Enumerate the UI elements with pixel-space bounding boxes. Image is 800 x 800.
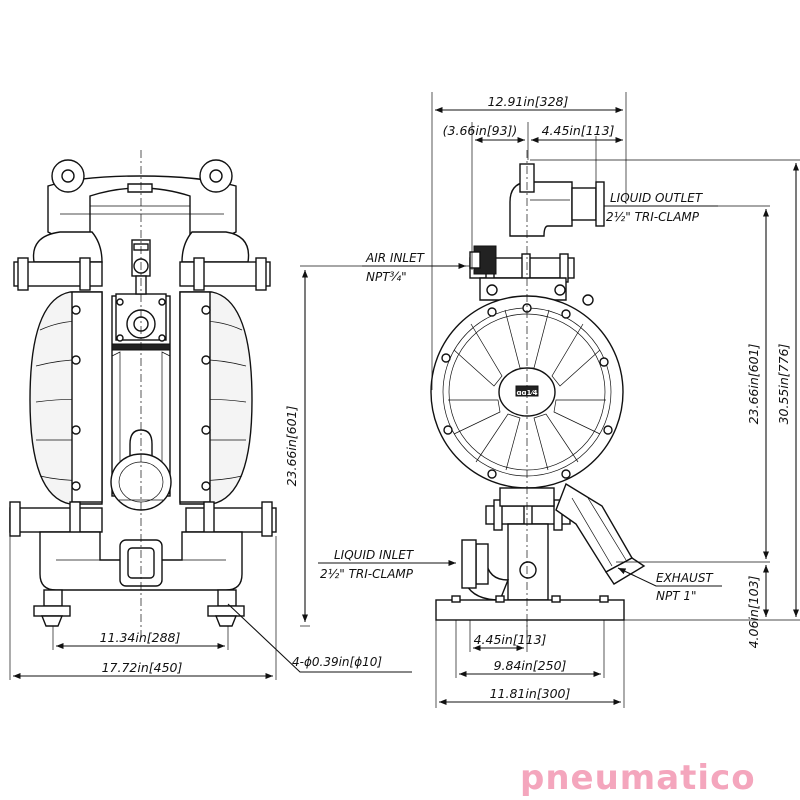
- mount-holes-callout: 4-ϕ0.39in[ϕ10]: [292, 655, 382, 669]
- liquid-inlet-title: LIQUID INLET: [334, 548, 415, 562]
- side-base-bolts: [451, 595, 609, 603]
- front-dimensions: [9, 265, 470, 680]
- brand-logo: pneumatico: [520, 758, 800, 798]
- front-right-clamp-ring: [179, 291, 211, 503]
- exhaust-title: EXHAUST: [656, 571, 714, 585]
- front-right-upper-housing: [181, 231, 250, 263]
- front-view: [9, 150, 277, 640]
- dim-front-overall-width: 17.72in[450]: [102, 660, 183, 675]
- dim-height-outlet-side: 23.66in[601]: [746, 343, 761, 424]
- side-dimensions: [318, 92, 800, 708]
- front-left-foot: [33, 589, 71, 627]
- exhaust-spec: NPT 1": [656, 589, 697, 603]
- front-upper-flange-bolts: [17, 257, 267, 291]
- side-lower-bolts: [493, 499, 563, 531]
- side-lower-manifold: [461, 523, 549, 601]
- dim-overall-width-side: 12.91in[328]: [488, 94, 569, 109]
- front-ring-bolts: [71, 305, 211, 491]
- side-exhaust-muffler: [555, 482, 646, 585]
- liquid-inlet-spec: 2½" TRI-CLAMP: [320, 567, 414, 581]
- front-right-lower-flange: [185, 507, 277, 533]
- dim-base-mount-width: 9.84in[250]: [494, 658, 567, 673]
- dim-front-mount-width: 11.34in[288]: [100, 630, 181, 645]
- dim-overall-height: 30.55in[776]: [776, 343, 791, 424]
- side-outlet-elbow: [509, 163, 605, 237]
- front-top-manifold: [47, 159, 237, 241]
- side-air-inlet-fitting: [469, 245, 497, 275]
- dim-offset-left: (3.66in[93]): [443, 123, 518, 138]
- air-inlet-spec: NPT¾": [366, 270, 407, 284]
- front-left-clamp-ring: [71, 291, 103, 503]
- front-left-lower-flange: [9, 507, 103, 533]
- front-left-upper-housing: [32, 231, 103, 263]
- dim-exhaust-height: 4.06in[103]: [746, 575, 761, 648]
- dim-base-inner-width: 4.45in[113]: [474, 632, 547, 647]
- side-chamber-bolts: [441, 303, 613, 479]
- liquid-outlet-spec: 2½" TRI-CLAMP: [606, 210, 700, 224]
- side-base-plate: [435, 599, 625, 621]
- side-valve-body: [479, 277, 567, 301]
- front-center-bolts: [116, 298, 166, 342]
- dim-height-outlet-front: 23.66in[601]: [284, 405, 299, 486]
- air-inlet-title: AIR INLET: [365, 251, 426, 265]
- dim-base-overall-width: 11.81in[300]: [490, 686, 571, 701]
- dimension-labels: 12.91in[328] (3.66in[93]) 4.45in[113] 23…: [100, 94, 791, 701]
- front-right-foot: [207, 589, 245, 627]
- dim-offset-right: 4.45in[113]: [542, 123, 615, 138]
- liquid-outlet-title: LIQUID OUTLET: [610, 191, 704, 205]
- callout-labels: LIQUID OUTLET 2½" TRI-CLAMP AIR INLET NP…: [292, 191, 714, 669]
- brand-logo-text: pneumatico: [520, 758, 756, 798]
- side-view: ɑɑ1⁄4: [430, 150, 646, 640]
